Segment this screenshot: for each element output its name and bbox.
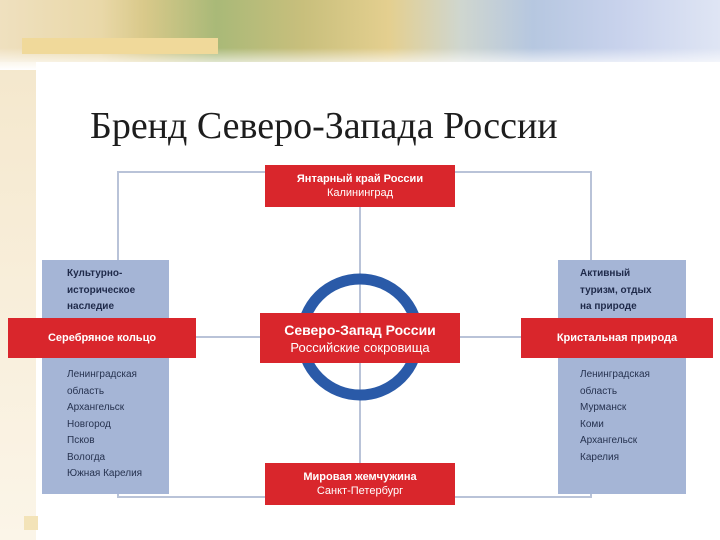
left-item: Псков [67,435,95,446]
center-box-subtitle: Российские сокровища [290,339,430,355]
left-items: Ленинградская область Архангельск Новгор… [67,367,142,483]
top-box: Янтарный край России Калининград [265,165,455,207]
left-item: Новгород [67,418,111,430]
left-box-label: Серебряное кольцо [47,332,157,344]
left-item: Архангельск [67,402,125,413]
left-header-line: историческое [67,284,136,296]
left-box: Серебряное кольцо [8,318,196,358]
right-item: Коми [580,418,604,430]
left-header: Культурно- историческое наследие [67,266,135,316]
right-items: Ленинградская область Мурманск Коми Арха… [580,367,650,466]
background-top-band [22,38,218,54]
top-box-subtitle: Калининград [326,187,394,199]
right-header-line: Активный [580,268,631,279]
left-item: Вологда [67,451,106,463]
right-item: Мурманск [580,402,627,413]
left-header-line: Культурно- [67,268,123,279]
left-item: Ленинградская [67,369,137,380]
background-left-strip [0,0,36,540]
left-item: Южная Карелия [67,468,143,479]
center-box: Северо-Запад России Российские сокровища [260,313,460,363]
right-item: область [580,385,618,397]
right-box: Кристальная природа [521,318,713,358]
right-item: Карелия [580,451,620,463]
top-box-title: Янтарный край России [296,173,424,185]
right-box-label: Кристальная природа [556,332,678,344]
right-header-line: туризм, отдых [580,284,652,296]
bottom-box-title: Мировая жемчужина [303,471,417,483]
slide-title: Бренд Северо-Запада России [90,105,558,147]
right-item: Ленинградская [580,369,650,380]
left-header-line: наследие [67,301,115,312]
bottom-box-subtitle: Санкт-Петербург [316,485,404,497]
right-header: Активный туризм, отдых на природе [580,266,652,316]
right-header-line: на природе [580,301,637,312]
left-item: область [67,385,105,397]
decorative-square [24,516,38,530]
center-box-title: Северо-Запад России [284,321,436,338]
left-panel [42,260,169,494]
right-item: Архангельск [580,435,638,446]
bottom-box: Мировая жемчужина Санкт-Петербург [265,463,455,505]
right-panel [558,260,686,494]
